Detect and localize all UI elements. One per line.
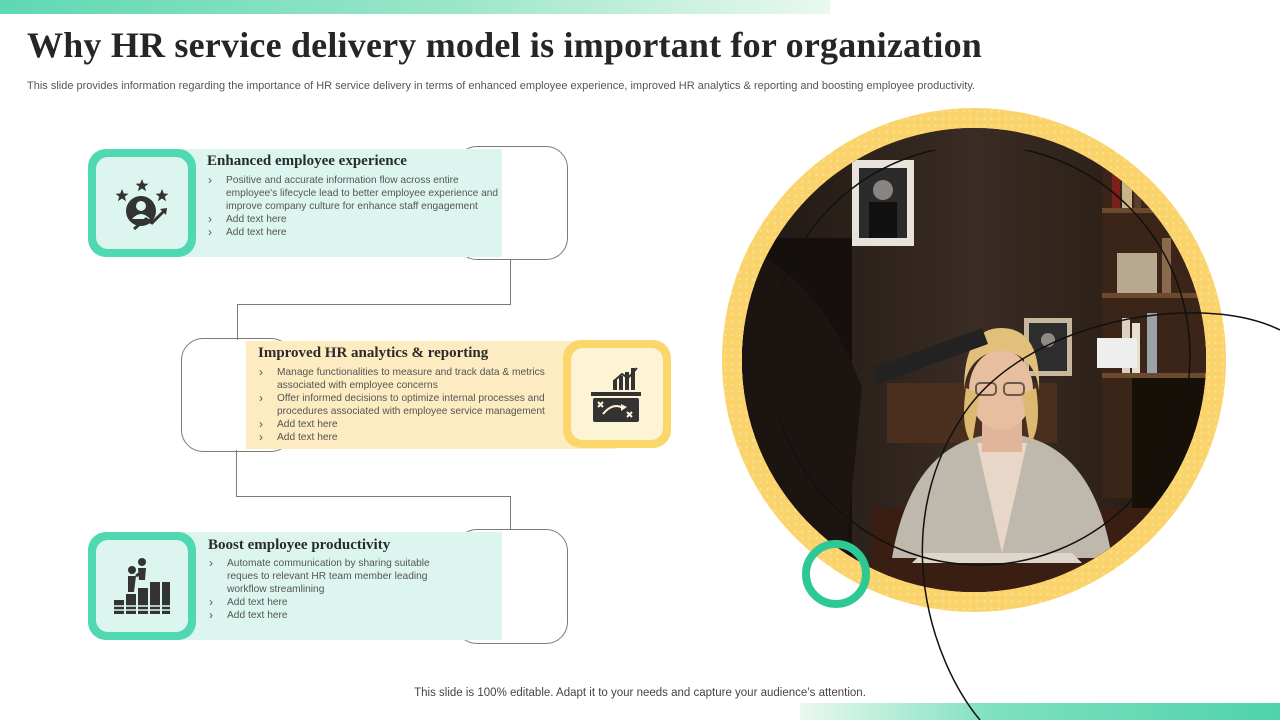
list-item: Manage functionalities to measure and tr…: [258, 366, 564, 393]
card-heading: Enhanced employee experience: [207, 153, 407, 169]
list-item: Add text here: [208, 609, 448, 623]
growth-steps-icon: [114, 558, 170, 614]
list-item: Add text here: [207, 226, 499, 240]
card-icon-tile: [563, 340, 671, 448]
card-heading: Improved HR analytics & reporting: [258, 345, 489, 361]
list-item: Add text here: [258, 418, 564, 432]
office-meeting-illustration: [742, 128, 1206, 592]
list-item: Add text here: [208, 596, 448, 610]
slide-footer: This slide is 100% editable. Adapt it to…: [414, 687, 866, 699]
bottom-accent-bar: [800, 703, 1280, 720]
list-item: Add text here: [258, 431, 564, 445]
analytics-strategy-icon: [591, 367, 641, 422]
list-item: Offer informed decisions to optimize int…: [258, 392, 564, 419]
card-bullet-list: Manage functionalities to measure and tr…: [258, 366, 564, 445]
connector-1-2-horizontal: [237, 304, 511, 340]
connector-2-3: [236, 450, 511, 497]
slide-subtitle: This slide provides information regardin…: [27, 80, 976, 92]
list-item: Automate communication by sharing suitab…: [208, 557, 448, 597]
card-icon-tile: [88, 149, 196, 257]
card-bullet-list: Positive and accurate information flow a…: [207, 174, 499, 240]
slide-title: Why HR service delivery model is importa…: [27, 25, 983, 65]
office-meeting-photo: [742, 128, 1206, 592]
card-heading: Boost employee productivity: [208, 537, 391, 553]
employee-rating-icon: [115, 179, 169, 231]
card-icon-tile: [88, 532, 196, 640]
list-item: Add text here: [207, 213, 499, 227]
connector-1-2: [237, 259, 511, 305]
list-item: Positive and accurate information flow a…: [207, 174, 499, 214]
card-bullet-list: Automate communication by sharing suitab…: [208, 557, 448, 623]
connector-2-3-drop: [510, 496, 511, 530]
teal-accent-ring: [802, 540, 870, 608]
top-accent-bar: [0, 0, 830, 14]
